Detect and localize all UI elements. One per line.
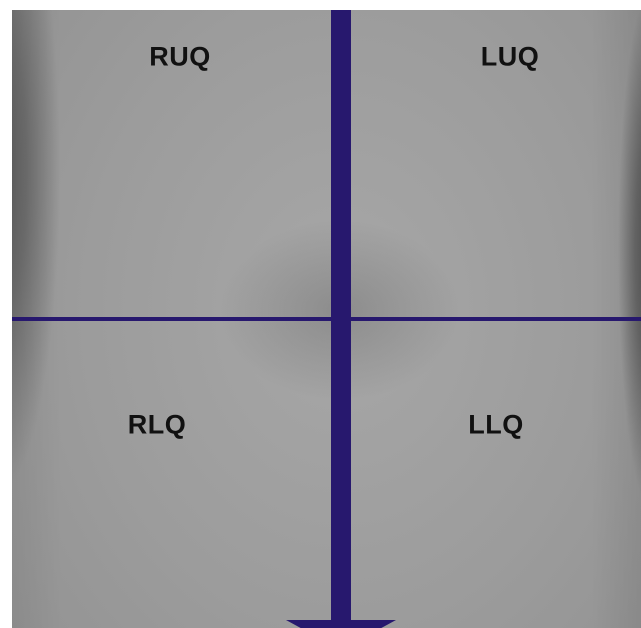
label-luq: LUQ — [481, 44, 540, 71]
arrow-down-icon — [286, 620, 396, 628]
label-ruq: RUQ — [149, 44, 211, 71]
abdomen-quadrant-figure: RUQ LUQ RLQ LLQ — [12, 10, 641, 628]
label-llq: LLQ — [468, 412, 524, 439]
label-rlq: RLQ — [128, 412, 187, 439]
vertical-divider-line — [331, 10, 351, 620]
quadrant-lines — [12, 10, 641, 628]
